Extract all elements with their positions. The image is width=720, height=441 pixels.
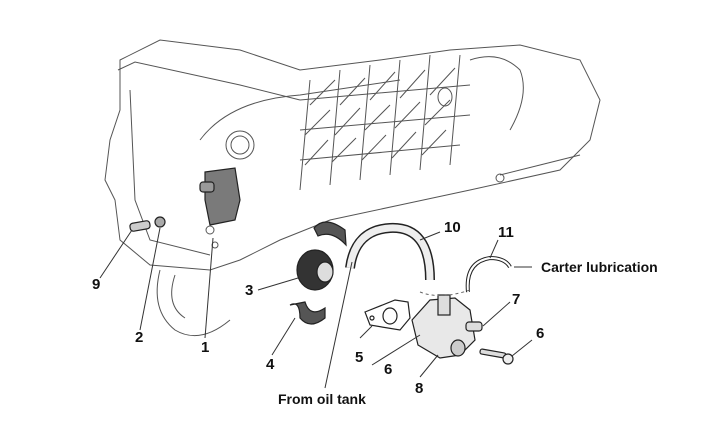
part-3-gear <box>296 249 334 291</box>
part-5-gasket <box>364 299 411 331</box>
part-1-oil-pump-cover <box>199 167 241 226</box>
part-4-bearing-upper <box>313 221 347 247</box>
part-2-washer <box>154 216 166 228</box>
part-9-bolt <box>129 220 151 232</box>
callout-10: 10 <box>444 219 461 236</box>
crankcase <box>104 39 601 337</box>
callout-7: 7 <box>512 291 521 308</box>
callout-3: 3 <box>245 282 254 299</box>
crankcase-fins <box>299 54 471 191</box>
part-11-pipe <box>465 255 512 293</box>
part-8-oil-pump <box>411 294 476 359</box>
callout-9: 9 <box>92 276 101 293</box>
annotation-from-oil-tank: From oil tank <box>278 391 366 407</box>
leader-lines <box>99 227 533 389</box>
annotation-carter-lubrication: Carter lubrication <box>541 259 658 275</box>
callout-8: 8 <box>415 380 424 397</box>
callout-6-pump: 6 <box>384 361 393 378</box>
callout-4: 4 <box>266 356 275 373</box>
callout-2: 2 <box>135 329 144 346</box>
part-7-screw <box>465 321 483 332</box>
part-4-bearing-lower <box>289 301 326 325</box>
part-10-hose <box>345 222 435 281</box>
callout-5: 5 <box>355 349 364 366</box>
callout-1: 1 <box>201 339 210 356</box>
part-6-screw <box>479 348 514 365</box>
callout-11: 11 <box>498 224 514 241</box>
callout-6-screw: 6 <box>536 325 545 342</box>
